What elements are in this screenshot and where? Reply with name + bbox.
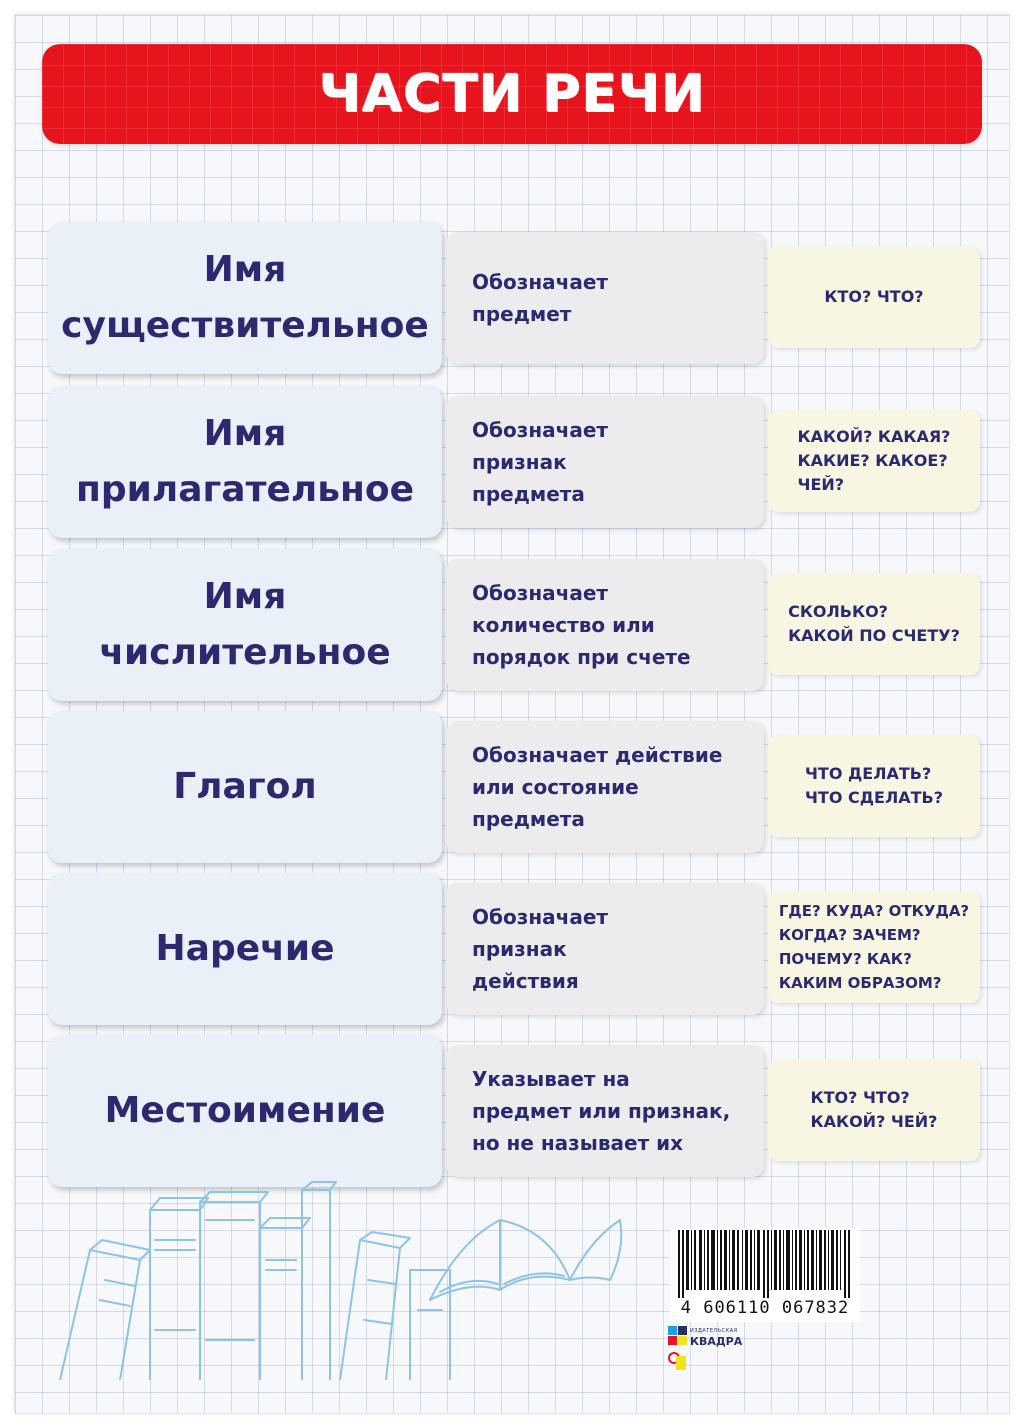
description-text: Обозначает предмет (472, 270, 609, 326)
term-card: Глагол (48, 711, 442, 863)
publisher-name: КВАДРА (690, 1335, 743, 1348)
term-card: Местоимение (48, 1035, 442, 1187)
questions-card: КТО? ЧТО? КАКОЙ? ЧЕЙ? (768, 1059, 980, 1161)
questions-card: СКОЛЬКО? КАКОЙ ПО СЧЕТУ? (768, 573, 980, 675)
description-card: Указывает на предмет или признак, но не … (446, 1045, 764, 1177)
description-text: Обозначает количество или порядок при сч… (472, 581, 691, 669)
page-title: ЧАСТИ РЕЧИ (318, 64, 706, 124)
questions-card: ЧТО ДЕЛАТЬ? ЧТО СДЕЛАТЬ? (768, 735, 980, 837)
description-card: Обозначает действие или состояние предме… (446, 721, 764, 853)
questions-card: ГДЕ? КУДА? ОТКУДА? КОГДА? ЗАЧЕМ? ПОЧЕМУ?… (768, 891, 980, 1003)
description-card: Обозначает признак предмета (446, 396, 764, 528)
barcode: 4 606110 067832 (670, 1228, 860, 1322)
barcode-number: 4 606110 067832 (680, 1298, 850, 1318)
term-card: Наречие (48, 873, 442, 1025)
kvadra-logo-icon (668, 1326, 687, 1370)
term-card: Имя существительное (48, 222, 442, 374)
questions-text: КТО? ЧТО? КАКОЙ? ЧЕЙ? (810, 1088, 938, 1131)
description-text: Обозначает признак действия (472, 905, 609, 993)
term-card: Имя прилагательное (48, 386, 442, 538)
questions-text: КАКОЙ? КАКАЯ? КАКИЕ? КАКОЕ? ЧЕЙ? (797, 427, 951, 494)
description-card: Обозначает количество или порядок при сч… (446, 559, 764, 691)
description-card: Обозначает признак действия (446, 883, 764, 1015)
description-text: Обозначает признак предмета (472, 418, 609, 506)
questions-card: КТО? ЧТО? (768, 246, 980, 348)
questions-text: КТО? ЧТО? (824, 287, 924, 306)
publisher-small-text: ИЗДАТЕЛЬСКАЯ (690, 1328, 738, 1334)
questions-text: ЧТО ДЕЛАТЬ? ЧТО СДЕЛАТЬ? (805, 764, 943, 807)
term-label: Имя прилагательное (75, 413, 415, 510)
term-label: Наречие (155, 928, 335, 969)
publisher-logo: ИЗДАТЕЛЬСКАЯ КВАДРА (668, 1326, 788, 1374)
term-label: Глагол (173, 766, 317, 807)
title-banner: ЧАСТИ РЕЧИ (42, 44, 982, 144)
term-label: Имя числительное (99, 576, 391, 673)
term-label: Местоимение (104, 1090, 386, 1131)
term-card: Имя числительное (48, 549, 442, 701)
description-text: Указывает на предмет или признак, но не … (472, 1067, 731, 1155)
term-label: Имя существительное (61, 249, 429, 346)
questions-text: СКОЛЬКО? КАКОЙ ПО СЧЕТУ? (788, 602, 960, 645)
description-card: Обозначает предмет (446, 232, 764, 364)
barcode-bars (678, 1230, 850, 1298)
questions-card: КАКОЙ? КАКАЯ? КАКИЕ? КАКОЕ? ЧЕЙ? (768, 410, 980, 512)
description-text: Обозначает действие или состояние предме… (472, 743, 723, 831)
books-illustration (59, 1181, 623, 1380)
questions-text: ГДЕ? КУДА? ОТКУДА? КОГДА? ЗАЧЕМ? ПОЧЕМУ?… (778, 902, 970, 992)
